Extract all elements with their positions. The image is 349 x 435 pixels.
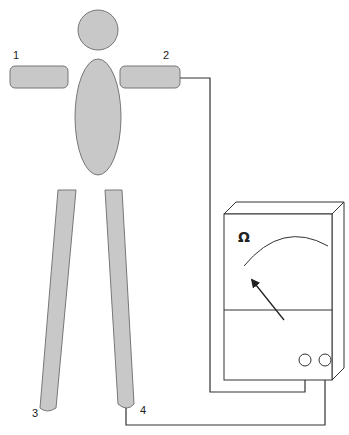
meter-housing (222, 200, 346, 384)
callout-number: 1 (13, 50, 19, 61)
ohm-symbol: Ω (238, 230, 250, 244)
leg-3 (40, 190, 76, 411)
callout-number: 4 (140, 405, 146, 416)
leg-4 (105, 190, 134, 408)
meter-scale (244, 237, 328, 266)
arm-1 (10, 66, 68, 88)
arm-2 (120, 66, 180, 88)
callout-number: 3 (32, 408, 38, 419)
callout-number: 2 (163, 50, 169, 61)
housing-side (332, 202, 344, 380)
terminal (299, 354, 311, 366)
terminal (319, 354, 331, 366)
housing-top (224, 202, 344, 214)
torso (75, 59, 121, 175)
housing-front (224, 214, 332, 380)
ohmmeter: Ω (222, 200, 346, 384)
human-figure (10, 10, 180, 411)
head (78, 10, 118, 50)
panel-divider (224, 310, 332, 311)
meter-needle (252, 280, 284, 320)
